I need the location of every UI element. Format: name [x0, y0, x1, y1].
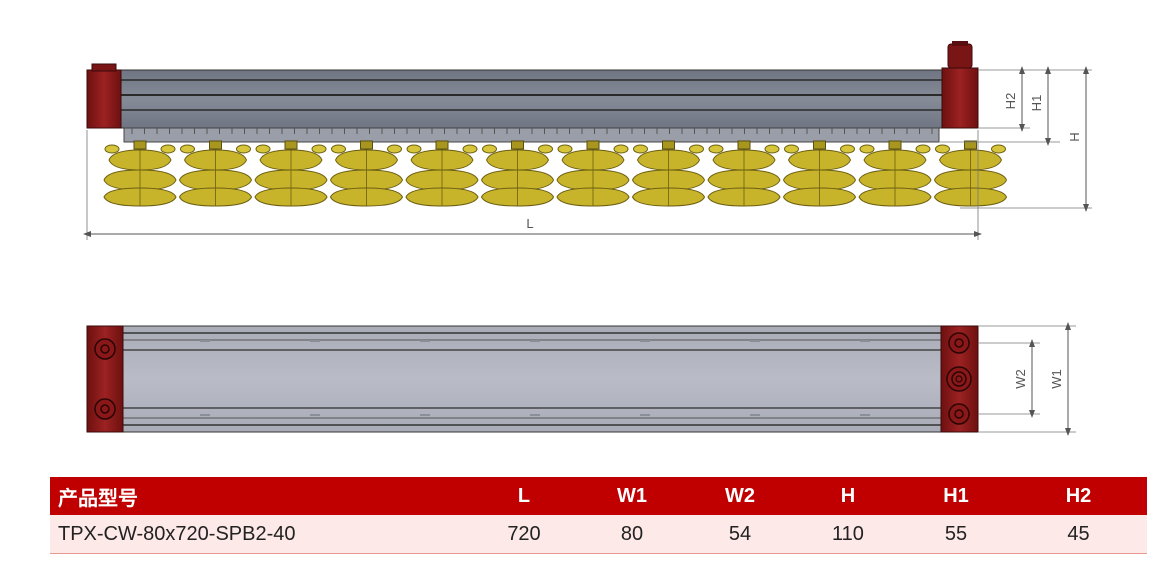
suction-cup-icon	[480, 140, 555, 207]
left-end-cap	[86, 69, 122, 129]
suction-cup-icon	[707, 140, 781, 207]
cell-w1: 80	[578, 515, 686, 554]
header-h2: H2	[1010, 477, 1147, 515]
cell-l: 720	[470, 515, 578, 554]
header-h: H	[794, 477, 902, 515]
header-l: L	[470, 477, 578, 515]
cell-h2: 45	[1010, 515, 1147, 554]
suction-cup-icon	[103, 140, 177, 207]
header-model: 产品型号	[50, 477, 470, 515]
header-w2: W2	[686, 477, 794, 515]
dim-label-w1: W1	[1049, 369, 1064, 389]
mounting-hole-icon	[948, 332, 970, 354]
suction-cup-icon	[178, 140, 253, 207]
suction-cup-icon	[631, 140, 706, 207]
dim-label-h: H	[1067, 132, 1082, 141]
spec-table-header: 产品型号 L W1 W2 H H1 H2	[50, 477, 1147, 515]
air-port-icon	[947, 43, 973, 69]
cell-h: 110	[794, 515, 902, 554]
mounting-hole-icon	[948, 403, 970, 425]
technical-drawing: H2 H1 H L	[83, 41, 1092, 436]
suction-cup-icon	[254, 140, 328, 207]
cell-model: TPX-CW-80x720-SPB2-40	[50, 515, 470, 554]
suction-cup-icon	[933, 140, 1008, 207]
header-w1: W1	[578, 477, 686, 515]
dim-label-l: L	[526, 216, 533, 231]
suction-cup-icon	[556, 140, 630, 207]
mounting-hole-icon	[94, 338, 116, 360]
top-view: W2 W1	[86, 322, 1076, 436]
right-end-cap	[941, 67, 979, 129]
suction-cup-icon	[405, 140, 479, 207]
suction-cup-icon	[858, 140, 932, 207]
dim-label-h1: H1	[1029, 95, 1044, 112]
spec-table: 产品型号 L W1 W2 H H1 H2 TPX-CW-80x720-SPB2-…	[50, 477, 1147, 554]
mounting-hole-icon	[94, 398, 116, 420]
suction-cup-row	[103, 140, 1008, 207]
cell-w2: 54	[686, 515, 794, 554]
air-port-icon	[946, 366, 972, 392]
suction-cup-icon	[782, 140, 857, 207]
suction-cup-icon	[329, 140, 404, 207]
cell-h1: 55	[902, 515, 1010, 554]
table-row: TPX-CW-80x720-SPB2-40 720 80 54 110 55 4…	[50, 515, 1147, 554]
front-view: H2 H1 H L	[83, 41, 1092, 240]
dim-label-w2: W2	[1013, 369, 1028, 389]
gripper-body	[119, 69, 943, 129]
dim-label-h2: H2	[1003, 93, 1018, 110]
header-h1: H1	[902, 477, 1010, 515]
